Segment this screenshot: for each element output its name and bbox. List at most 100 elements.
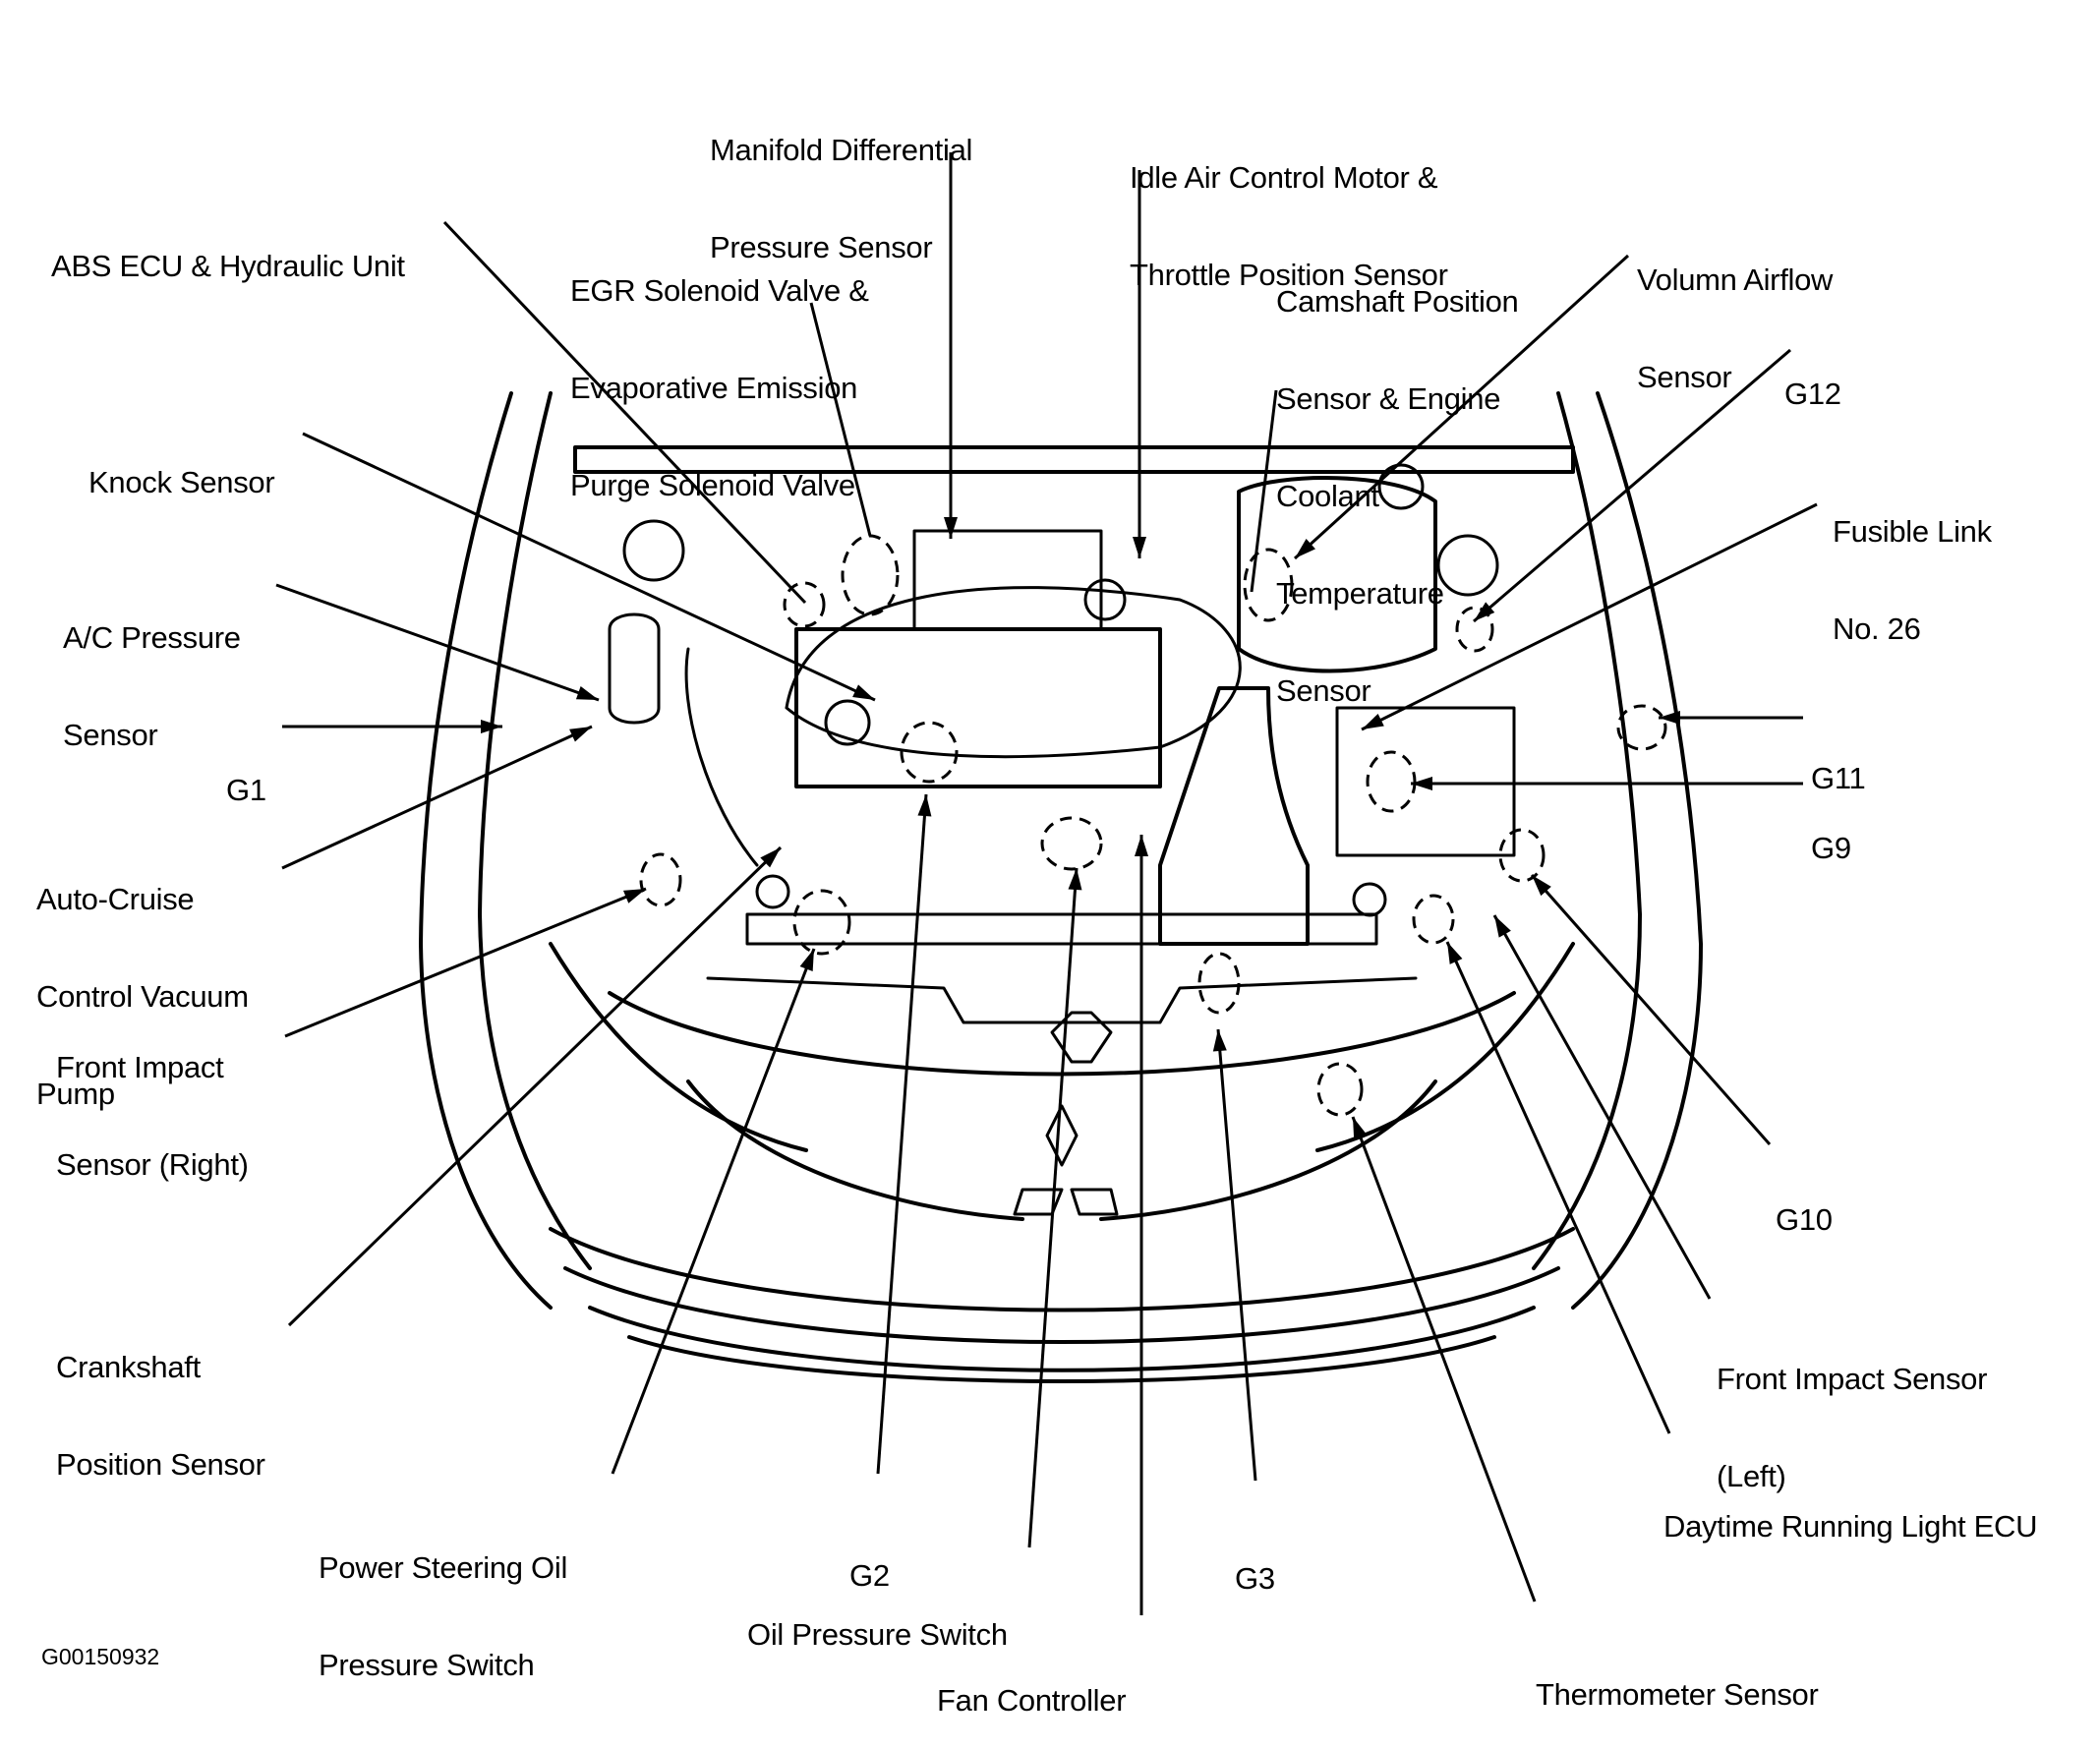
label-line: G3 bbox=[1235, 1561, 1275, 1596]
air-cleaner bbox=[1237, 476, 1437, 673]
marker-knock bbox=[900, 721, 959, 784]
label-g10: G10 bbox=[1776, 1138, 1833, 1268]
leader-line-front-impact-right bbox=[284, 887, 647, 1038]
left-fender-inner bbox=[478, 391, 592, 1270]
label-line: Knock Sensor bbox=[88, 465, 275, 499]
arrowhead-icon bbox=[1474, 602, 1495, 621]
label-front-impact-sensor-left: Front Impact Sensor (Left) bbox=[1717, 1298, 1987, 1525]
arrowhead-icon bbox=[1411, 777, 1432, 790]
label-line: G1 bbox=[226, 773, 266, 807]
label-line: Coolant bbox=[1276, 479, 1379, 513]
arrowhead-icon bbox=[1068, 868, 1082, 891]
label-knock-sensor: Knock Sensor bbox=[88, 401, 275, 531]
label-line: G12 bbox=[1784, 377, 1841, 411]
label-line: Thermometer Sensor bbox=[1536, 1677, 1819, 1712]
label-line: Evaporative Emission bbox=[570, 371, 858, 405]
label-line: Position Sensor bbox=[56, 1447, 265, 1482]
marker-g2-crank bbox=[792, 889, 851, 956]
figure-id: G00150932 bbox=[41, 1644, 160, 1669]
label-line: Camshaft Position bbox=[1276, 284, 1519, 319]
label-line: Control Vacuum bbox=[36, 979, 249, 1014]
label-line: Pressure Sensor bbox=[710, 230, 933, 264]
grille-top bbox=[608, 991, 1516, 1077]
marker-abs bbox=[783, 581, 826, 628]
leader-line-auto-cruise bbox=[281, 725, 593, 870]
label-line: Sensor bbox=[1276, 673, 1371, 708]
arrowhead-icon bbox=[1659, 711, 1680, 725]
leader-line-volumn-airflow bbox=[1293, 254, 1630, 560]
leader-line-daytime-running bbox=[1445, 941, 1671, 1434]
label-manifold-differential-pressure-sensor: Manifold Differential Pressure Sensor bbox=[710, 69, 972, 296]
label-g3: G3 bbox=[1235, 1497, 1275, 1627]
leader-line-g12 bbox=[1473, 348, 1791, 623]
intake-manifold bbox=[912, 529, 1103, 631]
right-fender-outer bbox=[1571, 391, 1703, 1310]
label-idle-air-control-motor: Idle Air Control Motor & Throttle Positi… bbox=[1130, 96, 1448, 323]
arrowhead-icon bbox=[569, 727, 592, 742]
label-line: A/C Pressure bbox=[63, 620, 241, 655]
label-g1: G1 bbox=[226, 709, 266, 839]
label-line: Throttle Position Sensor bbox=[1130, 258, 1448, 292]
leader-line-camshaft bbox=[1250, 389, 1278, 593]
component-locator-markers bbox=[639, 534, 1667, 1117]
arrowhead-icon bbox=[760, 847, 781, 868]
marker-g12 bbox=[1455, 606, 1494, 653]
grille-line-right bbox=[1099, 1079, 1437, 1221]
arrowhead-icon bbox=[1362, 713, 1384, 729]
marker-camshaft bbox=[1243, 548, 1294, 622]
label-line: Manifold Differential bbox=[710, 133, 973, 167]
arrowhead-icon bbox=[1494, 915, 1511, 938]
oil-filler-cap bbox=[824, 699, 871, 746]
label-camshaft-position-sensor: Camshaft Position Sensor & Engine Coolan… bbox=[1276, 220, 1519, 739]
brake-master-cylinder bbox=[1083, 578, 1127, 621]
arrowhead-icon bbox=[1133, 537, 1146, 558]
arrowhead-icon bbox=[1447, 942, 1463, 964]
label-daytime-running-light-ecu: Daytime Running Light ECU bbox=[1663, 1445, 2037, 1575]
right-strut-tower bbox=[1436, 534, 1499, 597]
leader-lines bbox=[275, 152, 1818, 1615]
right-fender-inner bbox=[1532, 391, 1642, 1270]
label-line: Front Impact Sensor bbox=[1717, 1362, 1988, 1396]
label-line: G9 bbox=[1811, 831, 1851, 865]
label-crankshaft-position-sensor: Crankshaft Position Sensor bbox=[56, 1286, 265, 1513]
marker-oil-pressure bbox=[1040, 816, 1103, 871]
label-line: Pressure Switch bbox=[319, 1648, 535, 1682]
label-line: Pump bbox=[36, 1077, 115, 1111]
label-line: Volumn Airflow bbox=[1637, 262, 1834, 297]
label-line: Daytime Running Light ECU bbox=[1663, 1509, 2038, 1544]
cowl-panel bbox=[573, 445, 1575, 474]
leader-line-g2 bbox=[876, 793, 928, 1475]
label-line: Idle Air Control Motor & bbox=[1130, 160, 1438, 195]
arrowhead-icon bbox=[1212, 1029, 1227, 1052]
label-g9: G9 bbox=[1811, 767, 1851, 897]
radiator-support bbox=[706, 976, 1418, 1024]
marker-g3 bbox=[1197, 952, 1241, 1015]
leader-line-knock bbox=[302, 432, 876, 702]
label-line: Purge Solenoid Valve bbox=[570, 468, 855, 502]
label-line: G11 bbox=[1811, 761, 1866, 795]
arrowhead-icon bbox=[1135, 835, 1148, 856]
arrowhead-icon bbox=[575, 686, 599, 700]
marker-egr bbox=[841, 534, 900, 616]
front-crossmember bbox=[745, 912, 1378, 946]
label-abs-ecu-hydraulic-unit: ABS ECU & Hydraulic Unit bbox=[51, 185, 405, 315]
label-g11: G11 bbox=[1811, 697, 1866, 827]
arrowhead-icon bbox=[1532, 875, 1551, 897]
radiator-cap bbox=[1050, 1011, 1113, 1064]
arrowhead-icon bbox=[917, 794, 932, 817]
label-front-impact-sensor-right: Front Impact Sensor (Right) bbox=[56, 986, 249, 1213]
label-auto-cruise-control-vacuum-pump: Auto-Cruise Control Vacuum Pump bbox=[36, 818, 249, 1142]
label-line: Sensor bbox=[1637, 360, 1732, 394]
label-power-steering-oil-pressure-switch: Power Steering Oil Pressure Switch bbox=[319, 1487, 567, 1714]
label-line: ABS ECU & Hydraulic Unit bbox=[51, 249, 405, 283]
marker-g10 bbox=[1498, 828, 1546, 883]
label-g12: G12 bbox=[1784, 313, 1841, 442]
right-headlamp-mount bbox=[1352, 882, 1387, 917]
left-fender-outer bbox=[419, 391, 553, 1310]
marker-g11 bbox=[1616, 704, 1667, 751]
label-line: Auto-Cruise bbox=[36, 882, 195, 916]
label-line: G10 bbox=[1776, 1202, 1833, 1237]
label-line: G2 bbox=[849, 1558, 890, 1593]
label-line: Fan Controller bbox=[937, 1683, 1127, 1718]
arrowhead-icon bbox=[944, 517, 958, 539]
